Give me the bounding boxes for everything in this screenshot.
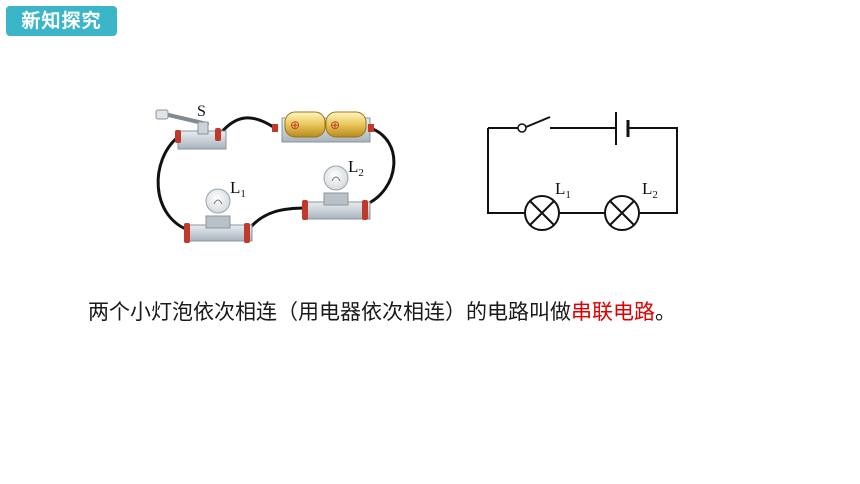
lamp-1-illustration xyxy=(184,188,253,243)
wire xyxy=(364,126,396,207)
lamp-1-symbol xyxy=(524,195,560,231)
lamp-1-label: L1 xyxy=(230,178,246,200)
lamp-2-label: L2 xyxy=(348,157,364,179)
series-circuit-term: 串联电路 xyxy=(571,300,655,324)
definition-text: 两个小灯泡依次相连（用电器依次相连）的电路叫做 xyxy=(88,300,571,324)
battery-illustration xyxy=(272,111,374,143)
lamp-2-symbol xyxy=(604,195,640,231)
series-circuit-schematic: L1 L2 xyxy=(487,112,678,231)
switch-blade xyxy=(525,116,551,128)
switch-label: S xyxy=(197,103,206,120)
switch-illustration xyxy=(155,109,227,150)
schematic-wire xyxy=(628,127,678,214)
wire xyxy=(244,206,308,234)
schematic-wire xyxy=(487,128,525,214)
schematic-lamp-2-label: L2 xyxy=(642,179,658,201)
switch-contact xyxy=(517,123,527,133)
wire xyxy=(156,135,189,232)
physical-circuit-illustration: S ⊕ ⊕ L1 L2 xyxy=(155,103,396,243)
section-badge: 新知探究 xyxy=(6,6,117,36)
lamp-2-illustration xyxy=(302,165,371,220)
schematic-lamp-1-label: L1 xyxy=(555,179,571,201)
battery-plus-mark: ⊕ xyxy=(290,118,300,132)
wire xyxy=(218,116,276,135)
battery-plus-mark: ⊕ xyxy=(330,118,340,132)
definition-sentence: 两个小灯泡依次相连（用电器依次相连）的电路叫做串联电路。 xyxy=(88,296,676,326)
definition-end: 。 xyxy=(655,300,676,324)
